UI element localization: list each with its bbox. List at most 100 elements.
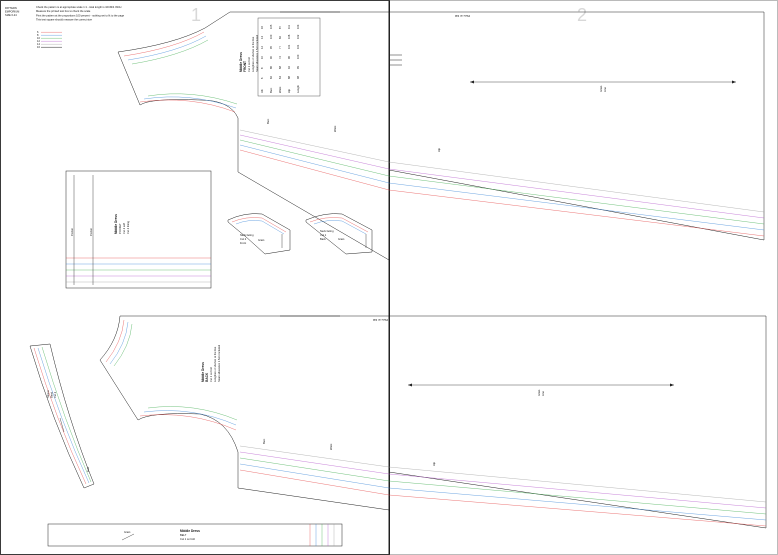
svg-text:UK: UK	[260, 89, 264, 93]
svg-text:Middle Dress: Middle Dress	[201, 362, 205, 382]
front-pattern-piece	[117, 11, 390, 261]
page-number-2: 2	[577, 5, 587, 25]
svg-text:Hip: Hip	[287, 89, 291, 93]
back-pattern-piece	[99, 315, 390, 511]
svg-text:82: 82	[278, 36, 282, 39]
svg-text:Front: Front	[240, 241, 246, 245]
svg-text:Sleeve: Sleeve	[46, 390, 50, 398]
svg-text:BELT: BELT	[180, 533, 187, 537]
svg-text:92: 92	[287, 66, 291, 69]
svg-text:72: 72	[278, 56, 282, 59]
svg-text:Band: Band	[50, 391, 54, 398]
back-notch-hip: Hip	[432, 462, 436, 466]
sleeve-band-piece: Sleeve Band Cut 2 Fold	[29, 343, 95, 489]
svg-text:95: 95	[269, 46, 273, 49]
svg-text:Pocket: Pocket	[70, 228, 74, 236]
svg-text:87: 87	[278, 26, 282, 29]
svg-text:Back: Back	[320, 237, 326, 241]
svg-text:Grain: Grain	[124, 530, 131, 534]
svg-text:Cut 1 on fold: Cut 1 on fold	[247, 57, 251, 72]
front-notch-hip: Hip	[437, 148, 441, 152]
svg-text:EMPORIUM: EMPORIUM	[5, 10, 19, 14]
svg-text:Measure the printed test box t: Measure the printed test box to check th…	[36, 9, 91, 13]
svg-text:Waist: Waist	[278, 86, 282, 93]
svg-text:6: 6	[260, 77, 264, 79]
svg-text:6: 6	[37, 30, 39, 34]
back-grain-label: Grain Line	[537, 389, 545, 396]
svg-text:96: 96	[287, 56, 291, 59]
svg-text:100: 100	[269, 34, 273, 39]
svg-text:68: 68	[278, 66, 282, 69]
size-legend: 6 8 10 12 14 16	[37, 30, 62, 49]
svg-text:88: 88	[287, 76, 291, 79]
svg-text:14: 14	[260, 36, 264, 39]
header-instructions: Check the pattern is at appropriate scal…	[36, 5, 125, 22]
svg-text:Middle Dress: Middle Dress	[239, 52, 243, 72]
svg-text:FRONT: FRONT	[243, 61, 247, 72]
svg-text:Grain: Grain	[599, 85, 603, 92]
svg-text:101: 101	[287, 44, 291, 49]
svg-text:Cut 2: Cut 2	[240, 237, 247, 241]
front-notch-bust: Bust	[266, 119, 270, 124]
svg-text:10: 10	[260, 56, 264, 59]
svg-text:8: 8	[260, 67, 264, 69]
back-notch-waist: Waist	[329, 443, 333, 450]
svg-text:111: 111	[287, 25, 291, 29]
svg-text:Fold: Fold	[86, 466, 90, 472]
svg-text:Print the pattern at the propo: Print the pattern at the proportions 100…	[36, 14, 125, 18]
front-notch-waist: Waist	[333, 125, 337, 132]
front-fold-label: Place on fold	[454, 14, 470, 18]
back-fold-label: Place on fold	[372, 318, 388, 322]
svg-text:BACK: BACK	[205, 372, 209, 382]
svg-text:Line: Line	[603, 87, 607, 92]
svg-text:103: 103	[296, 24, 300, 29]
neck-facing-front: Neck facing Cut 2 Front Grain	[227, 213, 291, 255]
svg-text:64: 64	[278, 76, 282, 79]
front-grain-label: Grain Line	[599, 85, 607, 92]
svg-text:Middle Dress: Middle Dress	[114, 214, 118, 234]
svg-text:Grain: Grain	[537, 389, 541, 396]
page-number-1: 1	[191, 5, 201, 25]
svg-text:Pocket: Pocket	[89, 228, 93, 236]
svg-text:POCKET: POCKET	[118, 223, 122, 234]
svg-text:14: 14	[37, 42, 40, 46]
svg-text:106: 106	[287, 34, 291, 39]
svg-text:Bust: Bust	[269, 88, 273, 93]
svg-text:Grain: Grain	[338, 237, 345, 241]
svg-text:77: 77	[278, 46, 282, 49]
front-size-table: UK 6 8 10 12 14 16 Bust 82 86 90 95 100 …	[257, 17, 321, 97]
svg-text:Cut 2 self: Cut 2 self	[122, 223, 126, 234]
svg-text:16: 16	[37, 45, 40, 49]
svg-text:Cut 1 on fold: Cut 1 on fold	[209, 367, 213, 382]
back-pattern-piece-page2	[388, 315, 767, 529]
back-title: Middle Dress BACK Cut 1 on fold Lengthen…	[201, 344, 221, 382]
svg-text:86: 86	[269, 66, 273, 69]
svg-text:98: 98	[296, 76, 300, 79]
svg-text:Neck facing: Neck facing	[320, 229, 334, 233]
svg-text:12: 12	[37, 39, 40, 43]
page-1-border	[0, 0, 390, 555]
svg-text:Cut 2 lining: Cut 2 lining	[126, 220, 130, 234]
svg-text:Seam allowance 1.5cm included: Seam allowance 1.5cm included	[255, 34, 259, 72]
svg-text:Lengthen or shorten at the lin: Lengthen or shorten at the line	[213, 346, 217, 382]
front-pattern-piece-page2	[388, 11, 765, 241]
svg-text:105: 105	[269, 24, 273, 29]
svg-text:Grain: Grain	[258, 238, 265, 242]
svg-text:Check the pattern is at approp: Check the pattern is at appropriate scal…	[36, 5, 121, 9]
svg-text:Length: Length	[296, 85, 300, 93]
header-logo: PATTERN EMPORIUM SIZE 6-24	[5, 6, 19, 17]
svg-text:This test square should measur: This test square should measure the corr…	[36, 18, 92, 22]
svg-text:12: 12	[260, 46, 264, 49]
svg-text:102: 102	[296, 34, 300, 39]
svg-text:82: 82	[269, 76, 273, 79]
svg-text:16: 16	[260, 26, 264, 29]
neck-facing-back: Neck facing Cut 1 Back Grain	[305, 213, 373, 255]
svg-text:Cut 2: Cut 2	[53, 391, 57, 398]
svg-text:100: 100	[296, 54, 300, 59]
pocket-piece: Pocket Pocket Middle Dress POCKET Cut 2 …	[65, 170, 212, 289]
svg-text:8: 8	[37, 33, 39, 37]
svg-text:Seam allowance 1.5cm included: Seam allowance 1.5cm included	[217, 344, 221, 382]
svg-text:Cut 1 on fold: Cut 1 on fold	[180, 537, 195, 541]
svg-text:Lengthen or shorten at the lin: Lengthen or shorten at the line	[251, 36, 255, 72]
